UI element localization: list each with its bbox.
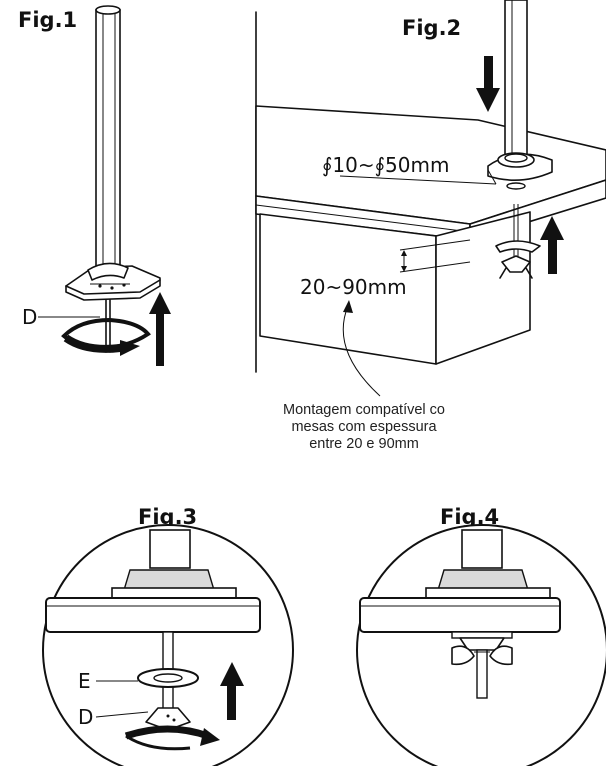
fig2-title: Fig.2: [402, 16, 461, 40]
fig2-note-line-1: Montagem compatível co: [283, 402, 445, 418]
fig4-pole-base: [425, 529, 551, 599]
fig2-up-arrow-icon: [540, 216, 564, 274]
fig2-down-arrow-icon: [476, 56, 500, 112]
fig1-pole: [95, 5, 121, 267]
fig3-pole-base: [111, 529, 237, 599]
fig3-label-d: D: [78, 705, 93, 729]
fig2-note-line-3: entre 20 e 90mm: [309, 436, 419, 452]
fig2-hole-diameter-label: ∮10~∮50mm: [322, 153, 449, 177]
fig3: Fig.3: [42, 505, 294, 766]
fig4-clamp: [451, 631, 513, 699]
fig3-washer-e: [137, 668, 199, 688]
fig1-up-arrow-icon: [149, 292, 171, 366]
fig2-thickness-label: 20~90mm: [300, 275, 407, 299]
fig1-bolt: [105, 299, 111, 353]
fig1: Fig.1: [18, 5, 171, 366]
fig1-title: Fig.1: [18, 8, 77, 32]
fig2: Fig.2: [255, 0, 606, 452]
fig2-note: Montagem compatível co mesas com espessu…: [283, 402, 445, 452]
fig4: Fig.4: [356, 505, 606, 766]
fig2-hole-dimension: ∮10~∮50mm: [322, 153, 497, 185]
fig1-label-d: D: [22, 305, 37, 329]
fig3-up-arrow-icon: [220, 662, 244, 720]
fig2-pole: [487, 0, 553, 190]
fig4-table-edge: [359, 597, 561, 633]
fig2-note-line-2: mesas com espessura: [291, 419, 437, 435]
fig2-note-leader: [342, 305, 381, 397]
fig2-thickness-dimension: 20~90mm: [300, 239, 471, 299]
fig3-rotate-arrow-icon: [124, 725, 220, 751]
fig3-table-edge: [45, 597, 261, 633]
fig3-label-e: E: [78, 669, 91, 693]
fig2-bolt: [495, 204, 541, 279]
fig1-base-plate: [65, 262, 161, 301]
fig1-rotate-arrow-icon: [61, 317, 151, 356]
